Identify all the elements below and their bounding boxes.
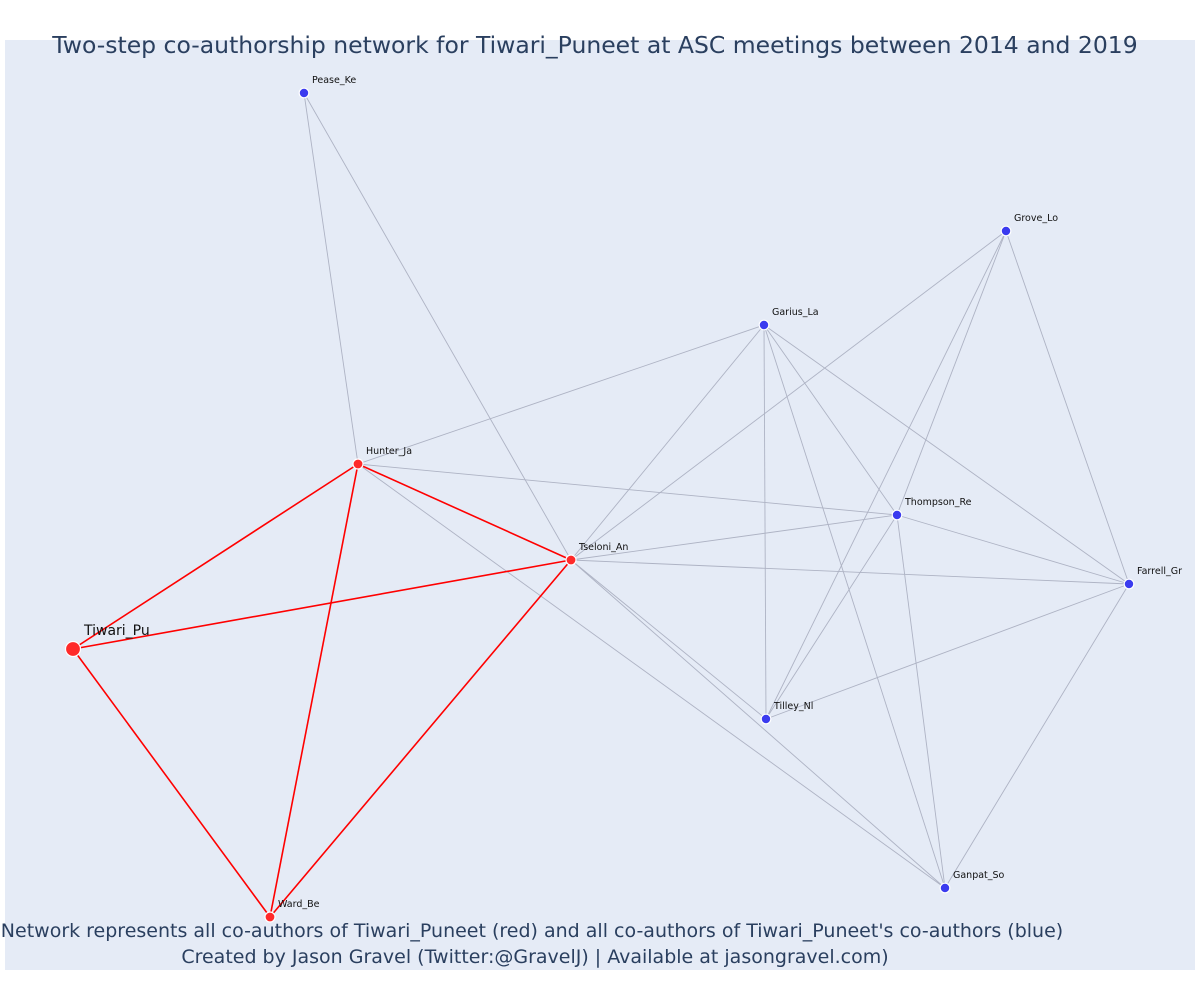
node-grove-lo[interactable] [1000,225,1012,237]
edge-hunter-ja-thompson-re [357,463,898,516]
edge-tseloni-an-tilley-ni [570,559,767,720]
edge-tseloni-an-thompson-re [570,514,898,561]
edges-layer [72,92,1130,918]
edge-grove-lo-farrell-gr [1005,230,1130,585]
node-pease-ke[interactable] [298,87,310,99]
node-label-tilley-ni: Tilley_Nl [773,701,813,712]
node-label-tiwari-pu: Tiwari_Pu [83,623,150,639]
node-label-thompson-re: Thompson_Re [904,497,972,508]
edge-thompson-re-farrell-gr [896,514,1130,585]
edge-tseloni-an-ganpat-so [570,559,946,889]
node-tseloni-an[interactable] [565,554,577,566]
node-label-ganpat-so: Ganpat_So [953,870,1005,881]
node-tilley-ni[interactable] [760,713,772,725]
edge-tiwari-pu-tseloni-an [72,559,572,650]
edge-garius-la-farrell-gr [763,324,1130,585]
node-hunter-ja[interactable] [352,458,364,470]
caption-line-2: Created by Jason Gravel (Twitter:@Gravel… [181,946,888,968]
node-tiwari-pu[interactable] [64,640,82,658]
node-label-pease-ke: Pease_Ke [312,75,356,86]
edge-garius-la-thompson-re [763,324,898,516]
edge-tseloni-an-garius-la [570,324,765,561]
node-label-farrell-gr: Farrell_Gr [1137,566,1182,577]
edge-pease-ke-tseloni-an [303,92,572,561]
plot-background [5,40,1195,970]
edge-tseloni-an-farrell-gr [570,559,1130,585]
node-label-garius-la: Garius_La [772,307,819,318]
edge-hunter-ja-ward-be [269,463,359,918]
node-label-grove-lo: Grove_Lo [1014,213,1058,224]
chart-title: Two-step co-authorship network for Tiwar… [51,31,1137,59]
edge-hunter-ja-tseloni-an [357,463,572,561]
edge-grove-lo-tilley-ni [765,230,1007,720]
node-farrell-gr[interactable] [1123,578,1135,590]
edge-pease-ke-hunter-ja [303,92,359,465]
edge-grove-lo-thompson-re [896,230,1007,516]
node-label-hunter-ja: Hunter_Ja [366,446,412,457]
edge-garius-la-tilley-ni [763,324,767,720]
edge-tiwari-pu-hunter-ja [72,463,359,650]
edge-farrell-gr-ganpat-so [944,583,1130,889]
edge-tseloni-an-ward-be [269,559,572,918]
node-thompson-re[interactable] [891,509,903,521]
edge-hunter-ja-ganpat-so [357,463,946,889]
node-ganpat-so[interactable] [939,882,951,894]
node-label-tseloni-an: Tseloni_An [578,542,628,553]
edge-tiwari-pu-ward-be [72,648,271,918]
caption-line-1: Network represents all co-authors of Tiw… [1,920,1063,942]
edge-hunter-ja-garius-la [357,324,765,465]
node-label-ward-be: Ward_Be [278,899,320,910]
node-garius-la[interactable] [758,319,770,331]
nodes-layer [64,87,1135,923]
edge-tseloni-an-grove-lo [570,230,1007,561]
edge-farrell-gr-tilley-ni [765,583,1130,720]
edge-thompson-re-tilley-ni [765,514,898,720]
node-ward-be[interactable] [264,911,276,923]
edge-garius-la-ganpat-so [763,324,946,889]
edge-thompson-re-ganpat-so [896,514,946,889]
